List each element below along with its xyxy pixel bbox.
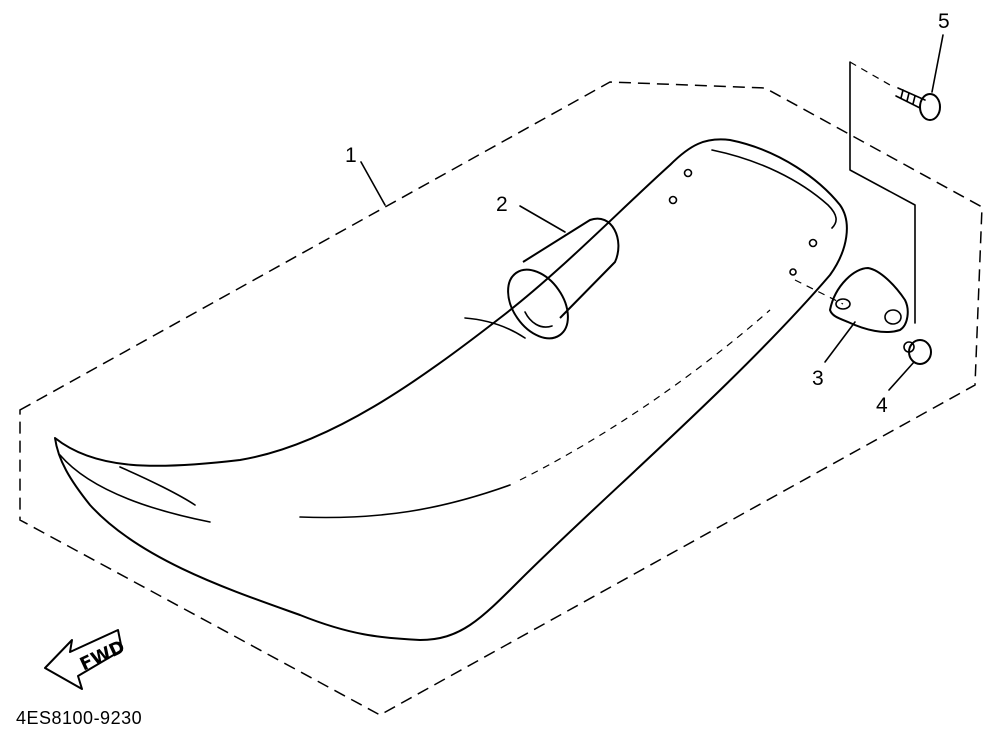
fwd-arrow-icon: FWD [44,629,129,690]
nut-collar [903,341,915,353]
seat-base-hidden [519,309,771,481]
seat-center-ridge [464,317,526,339]
bracket-alignment-line [794,279,844,305]
bracket-part [794,267,909,333]
tube-body [522,217,620,319]
seat-hole-1 [683,168,693,178]
callout-5: 5 [938,10,950,33]
callout-3: 3 [812,367,824,390]
seat-hole-3 [808,238,818,248]
leader-1 [360,161,386,206]
tube-part [507,217,620,340]
bolt-head [919,93,941,121]
bolt-part [849,61,941,324]
assembly-boundary [19,81,983,716]
leader-3 [824,321,856,363]
bolt-guide-line [849,61,891,86]
bracket-plate [829,267,909,333]
bracket-hole-left [835,298,851,310]
leader-4 [888,361,915,391]
bolt-outline-box [849,61,916,324]
diagram-code: 4ES8100-9230 [16,708,143,728]
seat-outline [54,138,848,641]
tube-inner-edge [524,311,553,328]
fwd-arrow-outline [44,629,123,690]
callout-1: 1 [345,144,357,167]
seat-nose-contour [119,466,196,506]
seat-hole-4 [789,268,797,276]
seat-hole-2 [668,195,678,205]
tube-opening [507,268,569,340]
bracket-hole-right [884,309,902,325]
leader-2 [519,205,566,233]
nut-part [903,339,932,365]
callout-4: 4 [876,394,888,417]
seat-part [54,138,848,641]
seat-side-panel [59,454,211,523]
callout-2: 2 [496,193,508,216]
fwd-label: FWD [77,636,129,675]
leader-5 [931,34,944,93]
seat-base-line [299,484,511,519]
bolt-thread [900,89,916,105]
seat-rear-ridge [711,149,837,229]
